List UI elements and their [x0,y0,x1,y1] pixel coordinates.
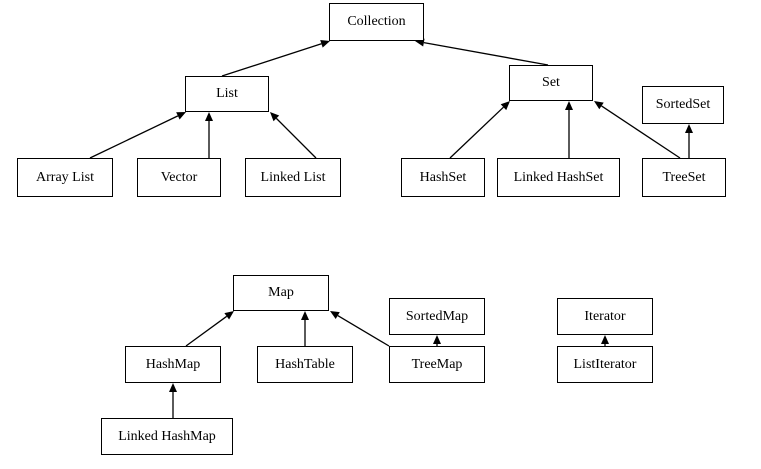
arrow-linked-list-to-list [270,112,317,159]
node-linked-hash-set: Linked HashSet [497,158,620,197]
node-list: List [185,76,269,112]
arrow-linked-hash-map-to-hash-map [169,383,177,418]
arrow-tree-set-to-sorted-set [685,124,693,158]
arrow-hash-map-to-map [185,311,234,347]
node-set: Set [509,65,593,101]
node-linked-hash-map: Linked HashMap [101,418,233,455]
node-map: Map [233,275,329,311]
arrow-set-to-collection [415,38,549,66]
node-list-iterator: ListIterator [557,346,653,383]
node-tree-map: TreeMap [389,346,485,383]
arrow-array-list-to-list [89,112,186,159]
arrow-list-to-collection [221,39,330,77]
node-vector: Vector [137,158,221,197]
node-hash-set: HashSet [401,158,485,197]
node-iterator: Iterator [557,298,653,335]
arrow-hash-set-to-set [449,101,510,159]
arrow-hash-table-to-map [301,311,309,346]
node-sorted-map: SortedMap [389,298,485,335]
arrow-linked-hash-set-to-set [565,101,573,158]
node-tree-set: TreeSet [642,158,726,197]
node-collection: Collection [329,3,424,41]
arrow-tree-map-to-sorted-map [433,335,441,346]
node-linked-list: Linked List [245,158,341,197]
node-hash-table: HashTable [257,346,353,383]
arrow-tree-map-to-map [330,311,390,347]
node-hash-map: HashMap [125,346,221,383]
node-array-list: Array List [17,158,113,197]
arrow-vector-to-list [205,112,213,158]
arrow-tree-set-to-set [594,101,681,159]
arrow-list-iterator-to-iterator [601,335,609,346]
node-sorted-set: SortedSet [642,86,724,124]
